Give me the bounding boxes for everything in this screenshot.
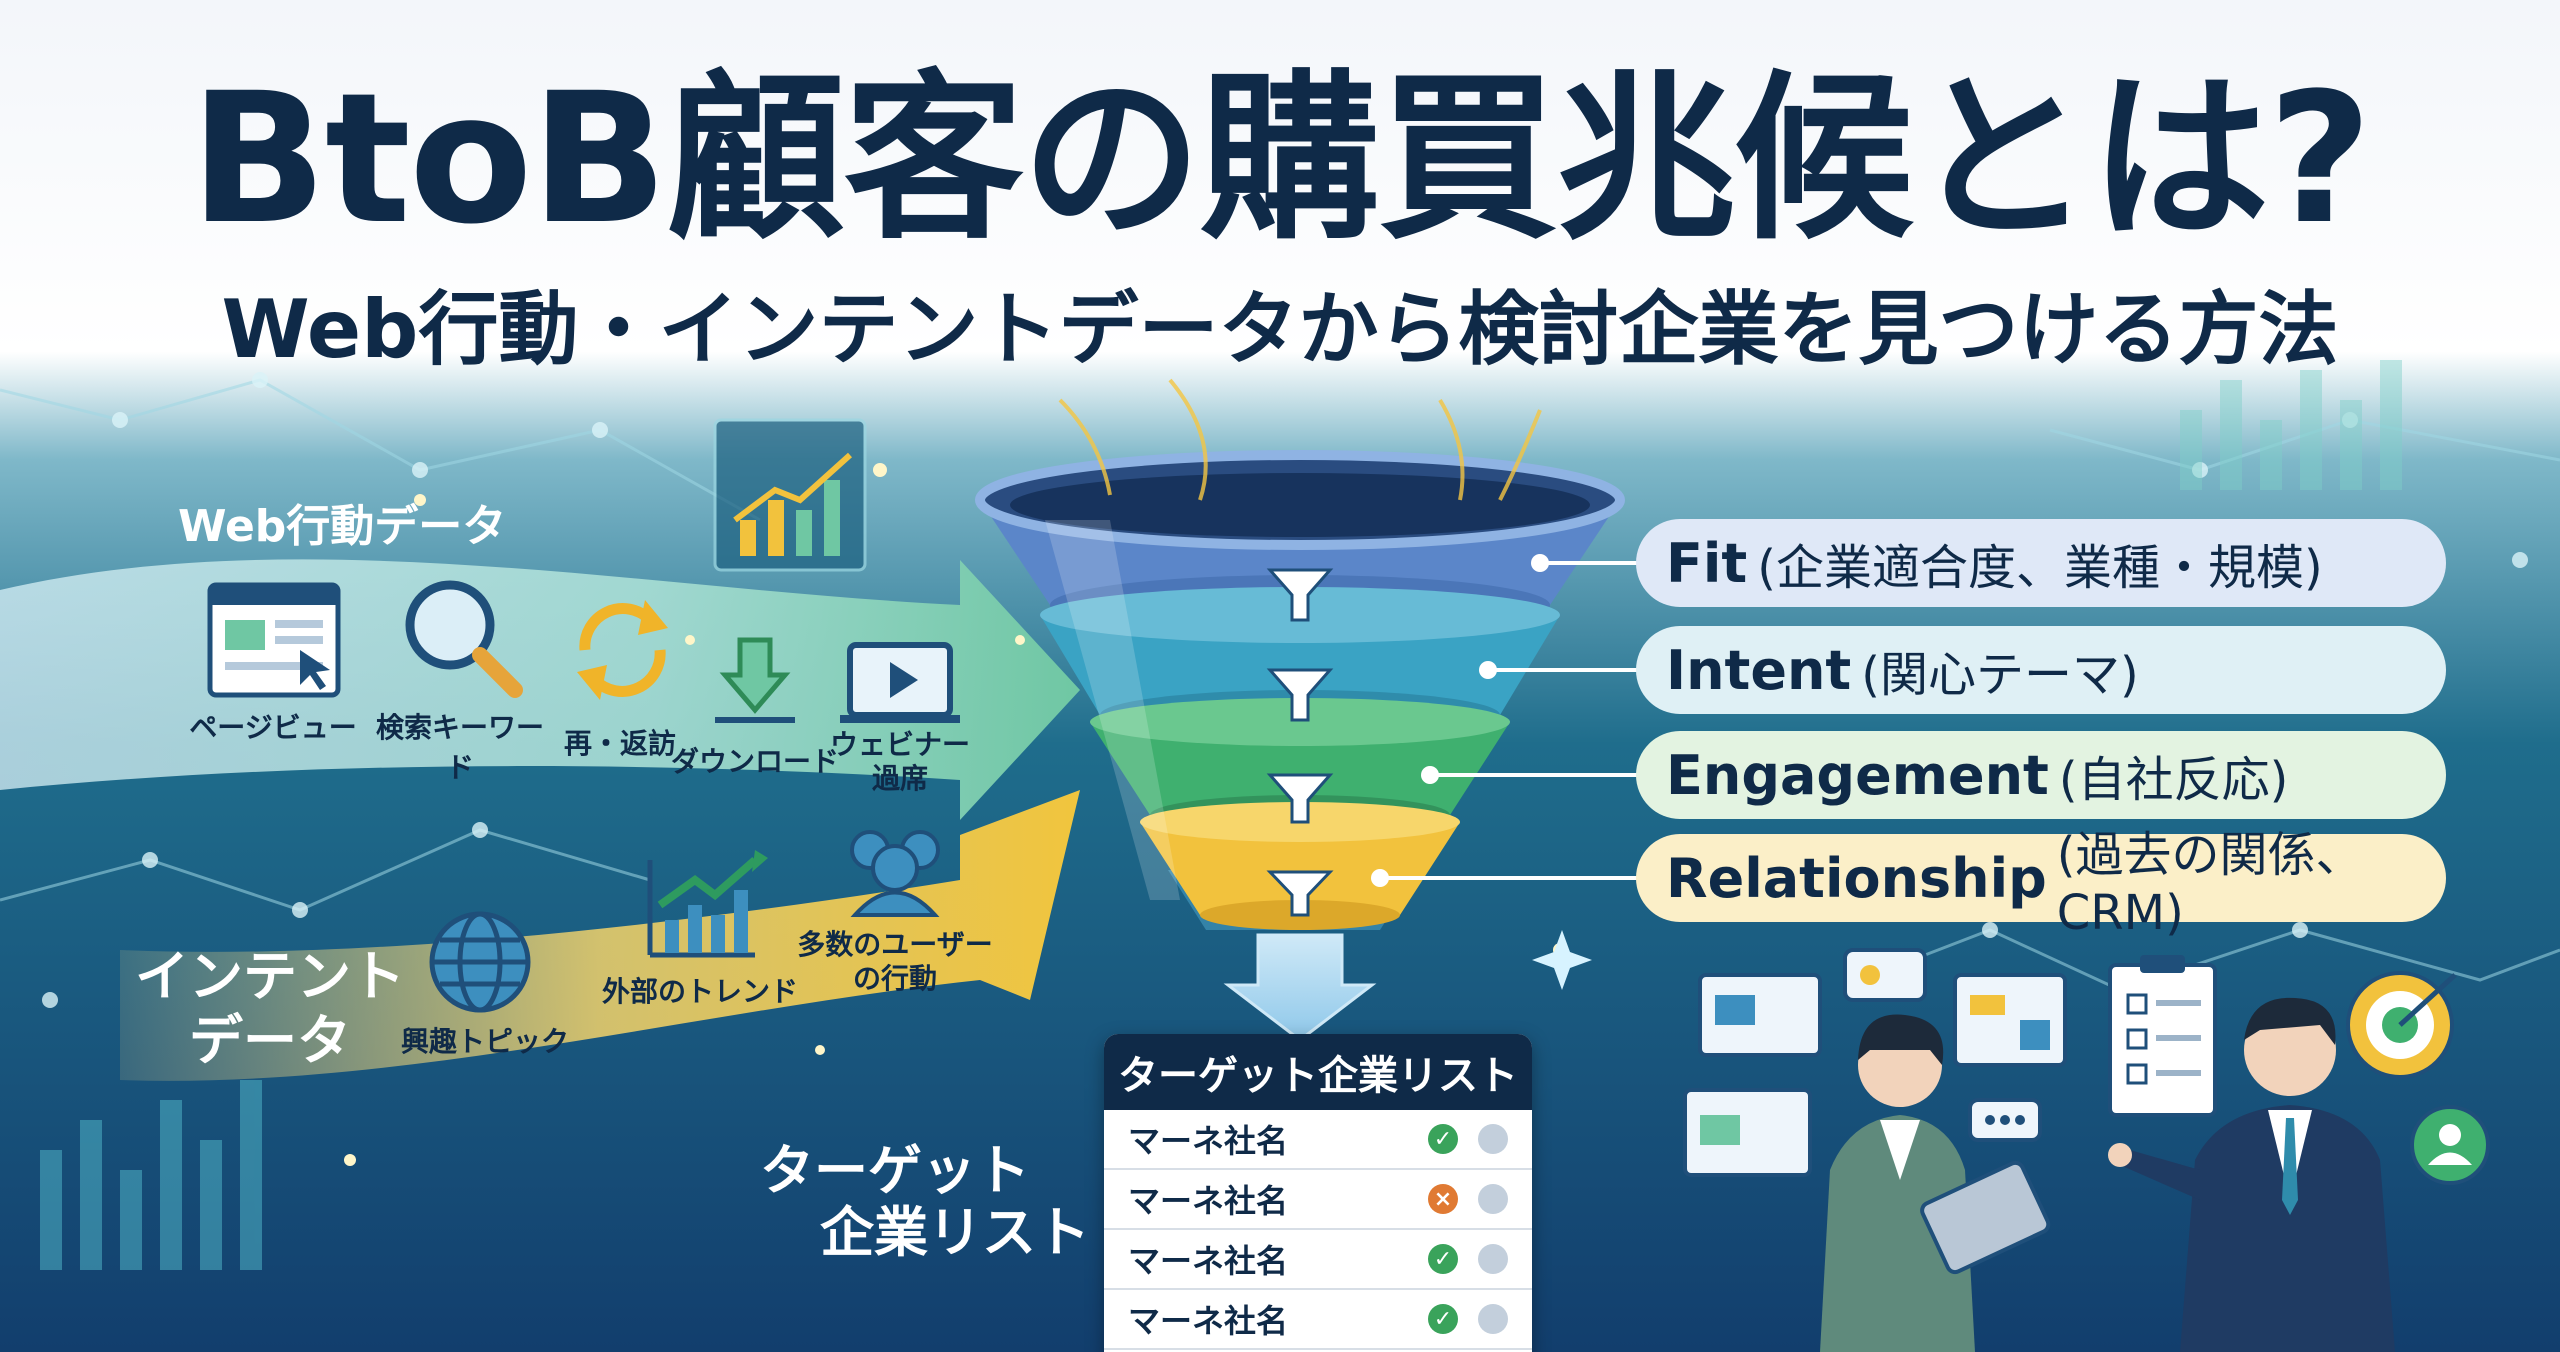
pill-key: Engagement — [1666, 743, 2049, 807]
web-item-label-line1: ウェビナー — [830, 728, 971, 761]
intent-item-label-line2: の行動 — [852, 962, 937, 995]
status-placeholder-dot — [1478, 1244, 1508, 1274]
connector-dots — [1371, 554, 1549, 887]
pill-relationship: Relationship(過去の関係、CRM) — [1636, 827, 2446, 941]
intent-heading-line1: インテント — [135, 945, 405, 1008]
target-icon — [2346, 971, 2457, 1079]
target-list-caption: ターゲット企業リスト — [760, 1140, 1090, 1264]
target-company-list: ターゲット企業リスト マーネ社名 ✓ マーネ社名 × マーネ社名 ✓ マーネ社名… — [1104, 1034, 1532, 1352]
connector-lines — [1380, 561, 1640, 880]
intent-heading-line2: データ — [189, 1009, 351, 1072]
status-cross-icon: × — [1428, 1184, 1458, 1214]
browser-icon — [207, 582, 341, 698]
trend-chart-icon — [647, 850, 768, 958]
pill-detail: (企業適合度、業種・規模) — [1757, 540, 2323, 596]
intent-item-label: 興趣トピック — [400, 1025, 569, 1058]
target-caption-line2: 企業リスト — [820, 1201, 1090, 1264]
webinar-play-icon — [840, 642, 960, 723]
target-list-header: ターゲット企業リスト — [1104, 1034, 1532, 1110]
intent-item-label: 多数のユーザーの行動 — [790, 928, 1000, 996]
page-title: BtoB顧客の購買兆候とは? — [189, 55, 2373, 264]
trend-panel-icon — [713, 418, 867, 572]
list-item[interactable]: マーネ社名 ✓ — [1104, 1230, 1532, 1290]
revisit-arrows-icon — [577, 600, 668, 700]
status-check-icon: ✓ — [1428, 1304, 1458, 1334]
user-group-icon — [850, 830, 940, 917]
background-bar-chart-right — [2180, 360, 2402, 490]
status-check-icon: ✓ — [1428, 1124, 1458, 1154]
pill-key: Relationship — [1666, 846, 2047, 910]
data-streams — [1058, 378, 1542, 501]
status-placeholder-dot — [1478, 1124, 1508, 1154]
web-item-label-line2: 過席 — [871, 762, 928, 795]
company-name: マーネ社名 — [1128, 1122, 1289, 1160]
pill-detail: (過去の関係、CRM) — [2056, 827, 2364, 941]
background-bar-chart-left — [40, 1080, 262, 1270]
company-name: マーネ社名 — [1128, 1242, 1289, 1280]
pill-key: Fit — [1666, 531, 1748, 595]
status-placeholder-dot — [1478, 1184, 1508, 1214]
web-item-label: ウェビナー過席 — [830, 728, 970, 796]
person-circle-icon — [2410, 1105, 2490, 1185]
web-item-label: ダウンロード — [670, 745, 839, 778]
download-icon — [715, 637, 795, 723]
list-item[interactable]: マーネ社名 ✓ — [1104, 1290, 1532, 1350]
company-name: マーネ社名 — [1128, 1182, 1289, 1220]
floating-ui-cards — [1683, 948, 2217, 1177]
businesswoman-illustration — [1820, 1014, 2051, 1352]
pill-fit: Fit(企業適合度、業種・規模) — [1636, 519, 2446, 607]
target-caption-line1: ターゲット — [760, 1139, 1030, 1202]
magnifier-icon — [405, 580, 523, 698]
businessman-illustration — [2108, 997, 2395, 1352]
intent-item-label-line1: 多数のユーザー — [797, 928, 993, 961]
intent-ribbon — [120, 790, 1080, 1081]
pill-detail: (関心テーマ) — [1861, 647, 2139, 703]
funnel-filter-icons — [1266, 568, 1334, 917]
page-subtitle: Web行動・インテントデータから検討企業を見つける方法 — [221, 283, 2339, 376]
pill-detail: (自社反応) — [2058, 752, 2289, 808]
web-behavior-heading: Web行動データ — [178, 501, 507, 552]
status-check-icon: ✓ — [1428, 1244, 1458, 1274]
globe-icon — [429, 911, 531, 1013]
status-placeholder-dot — [1478, 1304, 1508, 1334]
down-arrow — [1223, 933, 1377, 1042]
list-item[interactable]: マーネ社名 × — [1104, 1170, 1532, 1230]
web-item-label: 検索キーワード — [375, 711, 544, 784]
pill-key: Intent — [1666, 638, 1852, 702]
pill-engagement: Engagement(自社反応) — [1636, 731, 2446, 819]
list-item[interactable]: マーネ社名 ✓ — [1104, 1110, 1532, 1170]
web-item-label: ページビュー — [189, 711, 357, 744]
star-sparkle-icon — [1532, 930, 1592, 990]
web-item-label: 再・返訪 — [563, 727, 676, 760]
pill-intent: Intent(関心テーマ) — [1636, 626, 2446, 714]
company-name: マーネ社名 — [1128, 1302, 1289, 1340]
intent-heading: インテントデータ — [135, 945, 405, 1073]
intent-item-label: 外部のトレンド — [601, 975, 798, 1008]
